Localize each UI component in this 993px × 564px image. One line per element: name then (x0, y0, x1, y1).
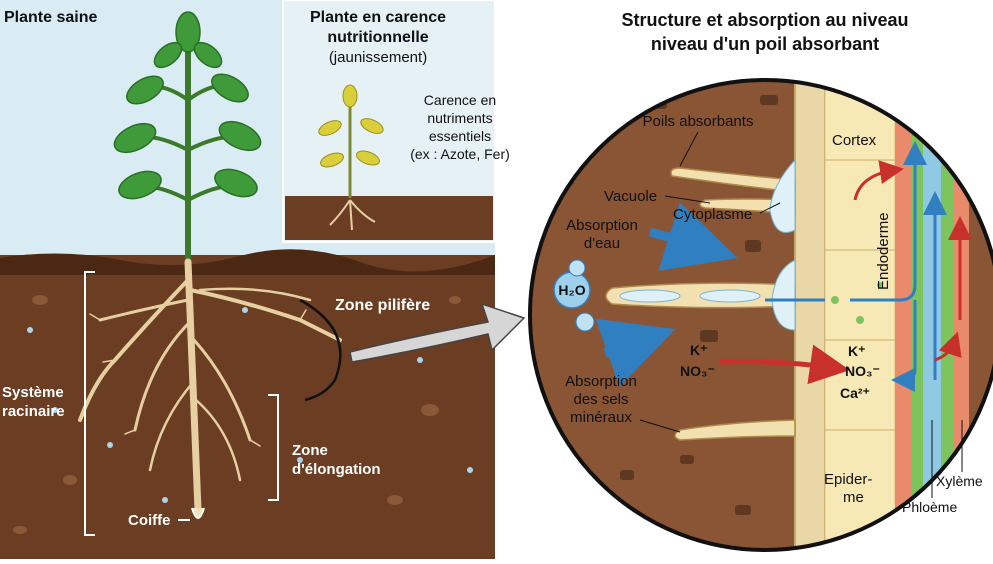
water-droplets (27, 307, 473, 503)
root-system-label-2: racinaire (2, 403, 65, 420)
water-flow-arrows (595, 141, 947, 392)
phloem-layer (911, 80, 923, 550)
cytoplasm-leader (759, 202, 781, 214)
phloem-label: Phloème (902, 499, 957, 515)
xylem-label: Xylème (936, 473, 983, 489)
magnified-view (530, 80, 993, 550)
zone-elongation-bracket (268, 394, 279, 501)
magnifier-ring (528, 78, 993, 552)
endoderm-layer (895, 80, 911, 550)
root-system-label-1: Système (2, 384, 64, 401)
ion-left-no3: NO₃⁻ (680, 363, 715, 379)
water-absorption-label-2: d'eau (584, 235, 620, 252)
soil-pebbles (13, 295, 461, 534)
zone-elongation-label-2: d'élongation (292, 461, 381, 478)
soil-surface (0, 249, 495, 275)
healthy-plant (113, 11, 262, 260)
right-panel: Structure et absorption au niveau niveau… (528, 10, 993, 552)
root-system (78, 258, 342, 514)
coiffe-marker (191, 507, 205, 519)
root-hairs-label: Poils absorbants (643, 113, 754, 130)
salt-absorption-label-3: minéraux (570, 409, 632, 426)
water-molecule-label: H₂O (558, 282, 585, 298)
coiffe-label: Coiffe (128, 512, 171, 529)
endoderm-label: Endoderme (875, 212, 892, 290)
root-hairs (605, 158, 796, 441)
zone-pilifere-marker (299, 298, 342, 402)
deficiency-note-1: Carence en (424, 92, 496, 108)
epidermis-layer (794, 80, 826, 550)
cortex-layer (824, 80, 896, 550)
epidermis-label-2: me (843, 489, 864, 506)
water-molecules (553, 259, 595, 332)
cortex-cell-walls (825, 159, 895, 431)
ion-right-k: K⁺ (848, 343, 866, 359)
ion-right-ca: Ca²⁺ (840, 385, 870, 401)
salt-absorption-leader (639, 419, 681, 433)
epidermis-label-1: Epider- (824, 471, 872, 488)
water-absorption-label-1: Absorption (566, 217, 638, 234)
deficient-title-line1: Plante en carence (310, 9, 446, 26)
vacuole-label: Vacuole (604, 188, 657, 205)
root-hairs-leader (679, 131, 699, 167)
deficient-title-line2: nutritionnelle (327, 29, 428, 46)
organelles (831, 282, 883, 324)
deficient-plant-inset (282, 0, 496, 243)
salt-absorption-label-1: Absorption (565, 373, 637, 390)
ion-flow-arrows (719, 160, 972, 385)
deficient-subtitle: (jaunissement) (329, 49, 427, 66)
root-system-bracket (84, 271, 95, 536)
deficiency-note-4: (ex : Azote, Fer) (410, 146, 510, 162)
healthy-plant-title: Plante saine (4, 9, 97, 26)
cytoplasm-label: Cytoplasme (673, 206, 752, 223)
ion-left-k: K⁺ (690, 342, 708, 358)
ion-right-no3: NO₃⁻ (845, 363, 880, 379)
left-panel: Plante saine Plante en carence nutrition… (0, 0, 526, 559)
zoom-arrow (349, 302, 526, 363)
deficiency-note-2: nutriments (427, 110, 492, 126)
deficiency-note-3: essentiels (429, 128, 491, 144)
right-title-line2: niveau d'un poil absorbant (651, 34, 879, 54)
salt-absorption-label-2: des sels (573, 391, 628, 408)
right-title-line1: Structure et absorption au niveau (621, 10, 908, 30)
vacuole-leader (664, 195, 711, 204)
cortex-label: Cortex (832, 132, 877, 149)
zone-elongation-label-1: Zone (292, 442, 328, 459)
zone-pilifere-label: Zone pilifère (335, 297, 430, 314)
